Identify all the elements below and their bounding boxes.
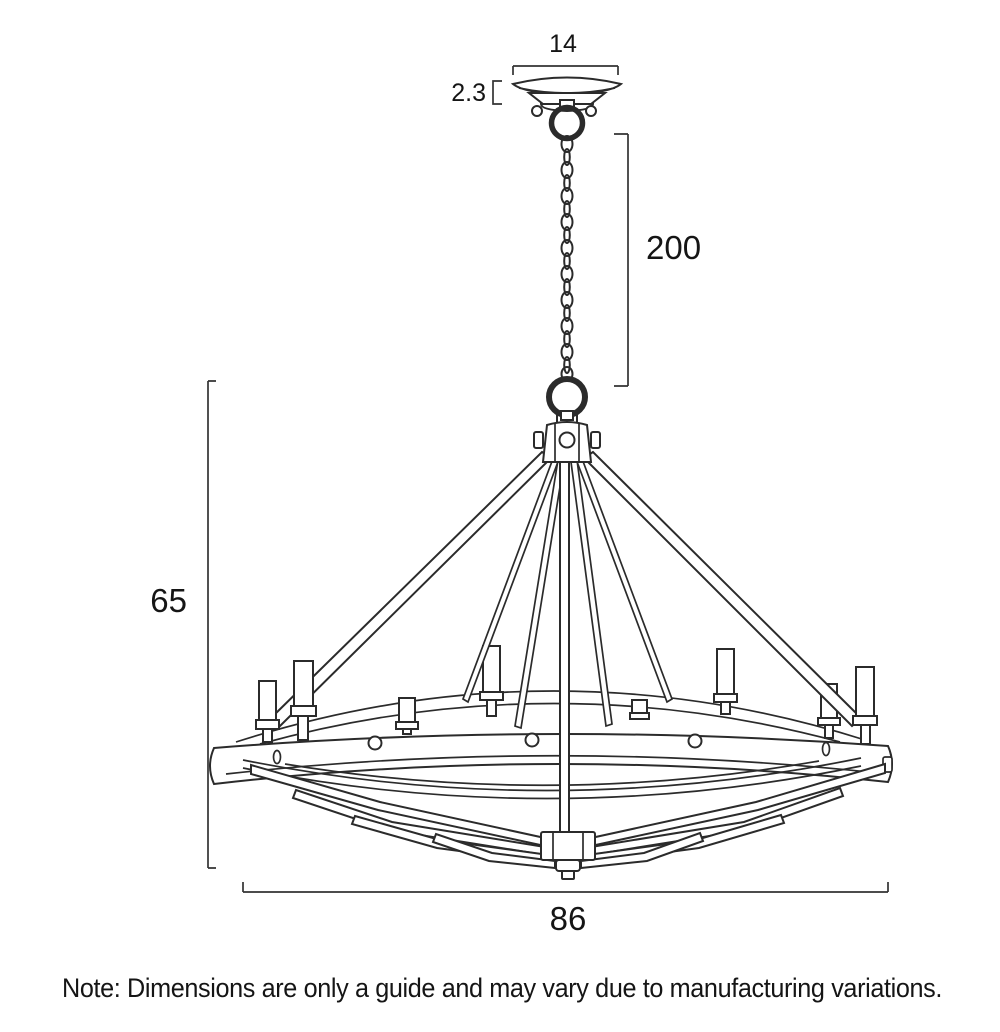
rivet xyxy=(687,733,703,749)
canopy-height-label: 2.3 xyxy=(451,79,486,107)
dim-fixture-width: 86 xyxy=(242,882,889,937)
dim-canopy-width: 14 xyxy=(512,30,619,75)
dim-canopy-height: 2.3 xyxy=(451,79,502,107)
rivet xyxy=(367,735,383,751)
bottom-hub xyxy=(540,831,596,880)
fixture-height-label: 65 xyxy=(150,582,187,619)
ceiling-canopy xyxy=(510,76,624,117)
top-hub xyxy=(533,414,601,463)
candle xyxy=(713,648,738,715)
dim-fixture-height: 65 xyxy=(150,380,216,869)
candle xyxy=(255,680,280,743)
candle xyxy=(290,660,317,741)
candle xyxy=(852,666,878,745)
wheel-front-band xyxy=(209,732,893,786)
disclaimer-note: Note: Dimensions are only a guide and ma… xyxy=(62,973,942,1003)
rivet xyxy=(821,741,831,757)
candle xyxy=(395,697,419,735)
rivet xyxy=(524,732,540,748)
hanging-chain xyxy=(546,104,588,421)
chandelier-dimension-diagram: 14 2.3 200 65 86 Note: Dimensions are on… xyxy=(40,16,1000,1016)
bottom-ring xyxy=(546,376,588,418)
canopy-knob xyxy=(585,105,597,117)
center-rod xyxy=(559,461,570,837)
top-ring xyxy=(548,104,586,142)
chandelier-drawing xyxy=(209,76,893,880)
candle xyxy=(479,645,504,717)
wheel-lower-ring xyxy=(242,757,862,800)
rivet xyxy=(272,749,282,765)
wheel-back-rim xyxy=(235,690,866,745)
candle xyxy=(629,699,650,720)
dimension-annotations: 14 2.3 200 65 86 Note: Dimensions are on… xyxy=(62,30,942,1003)
chain-drop-label: 200 xyxy=(646,229,701,266)
canopy-knob xyxy=(531,105,543,117)
diagram-canvas: 14 2.3 200 65 86 Note: Dimensions are on… xyxy=(62,30,942,1003)
canopy-width-label: 14 xyxy=(549,30,577,58)
fixture-width-label: 86 xyxy=(550,900,587,937)
dim-chain-drop: 200 xyxy=(614,133,701,387)
